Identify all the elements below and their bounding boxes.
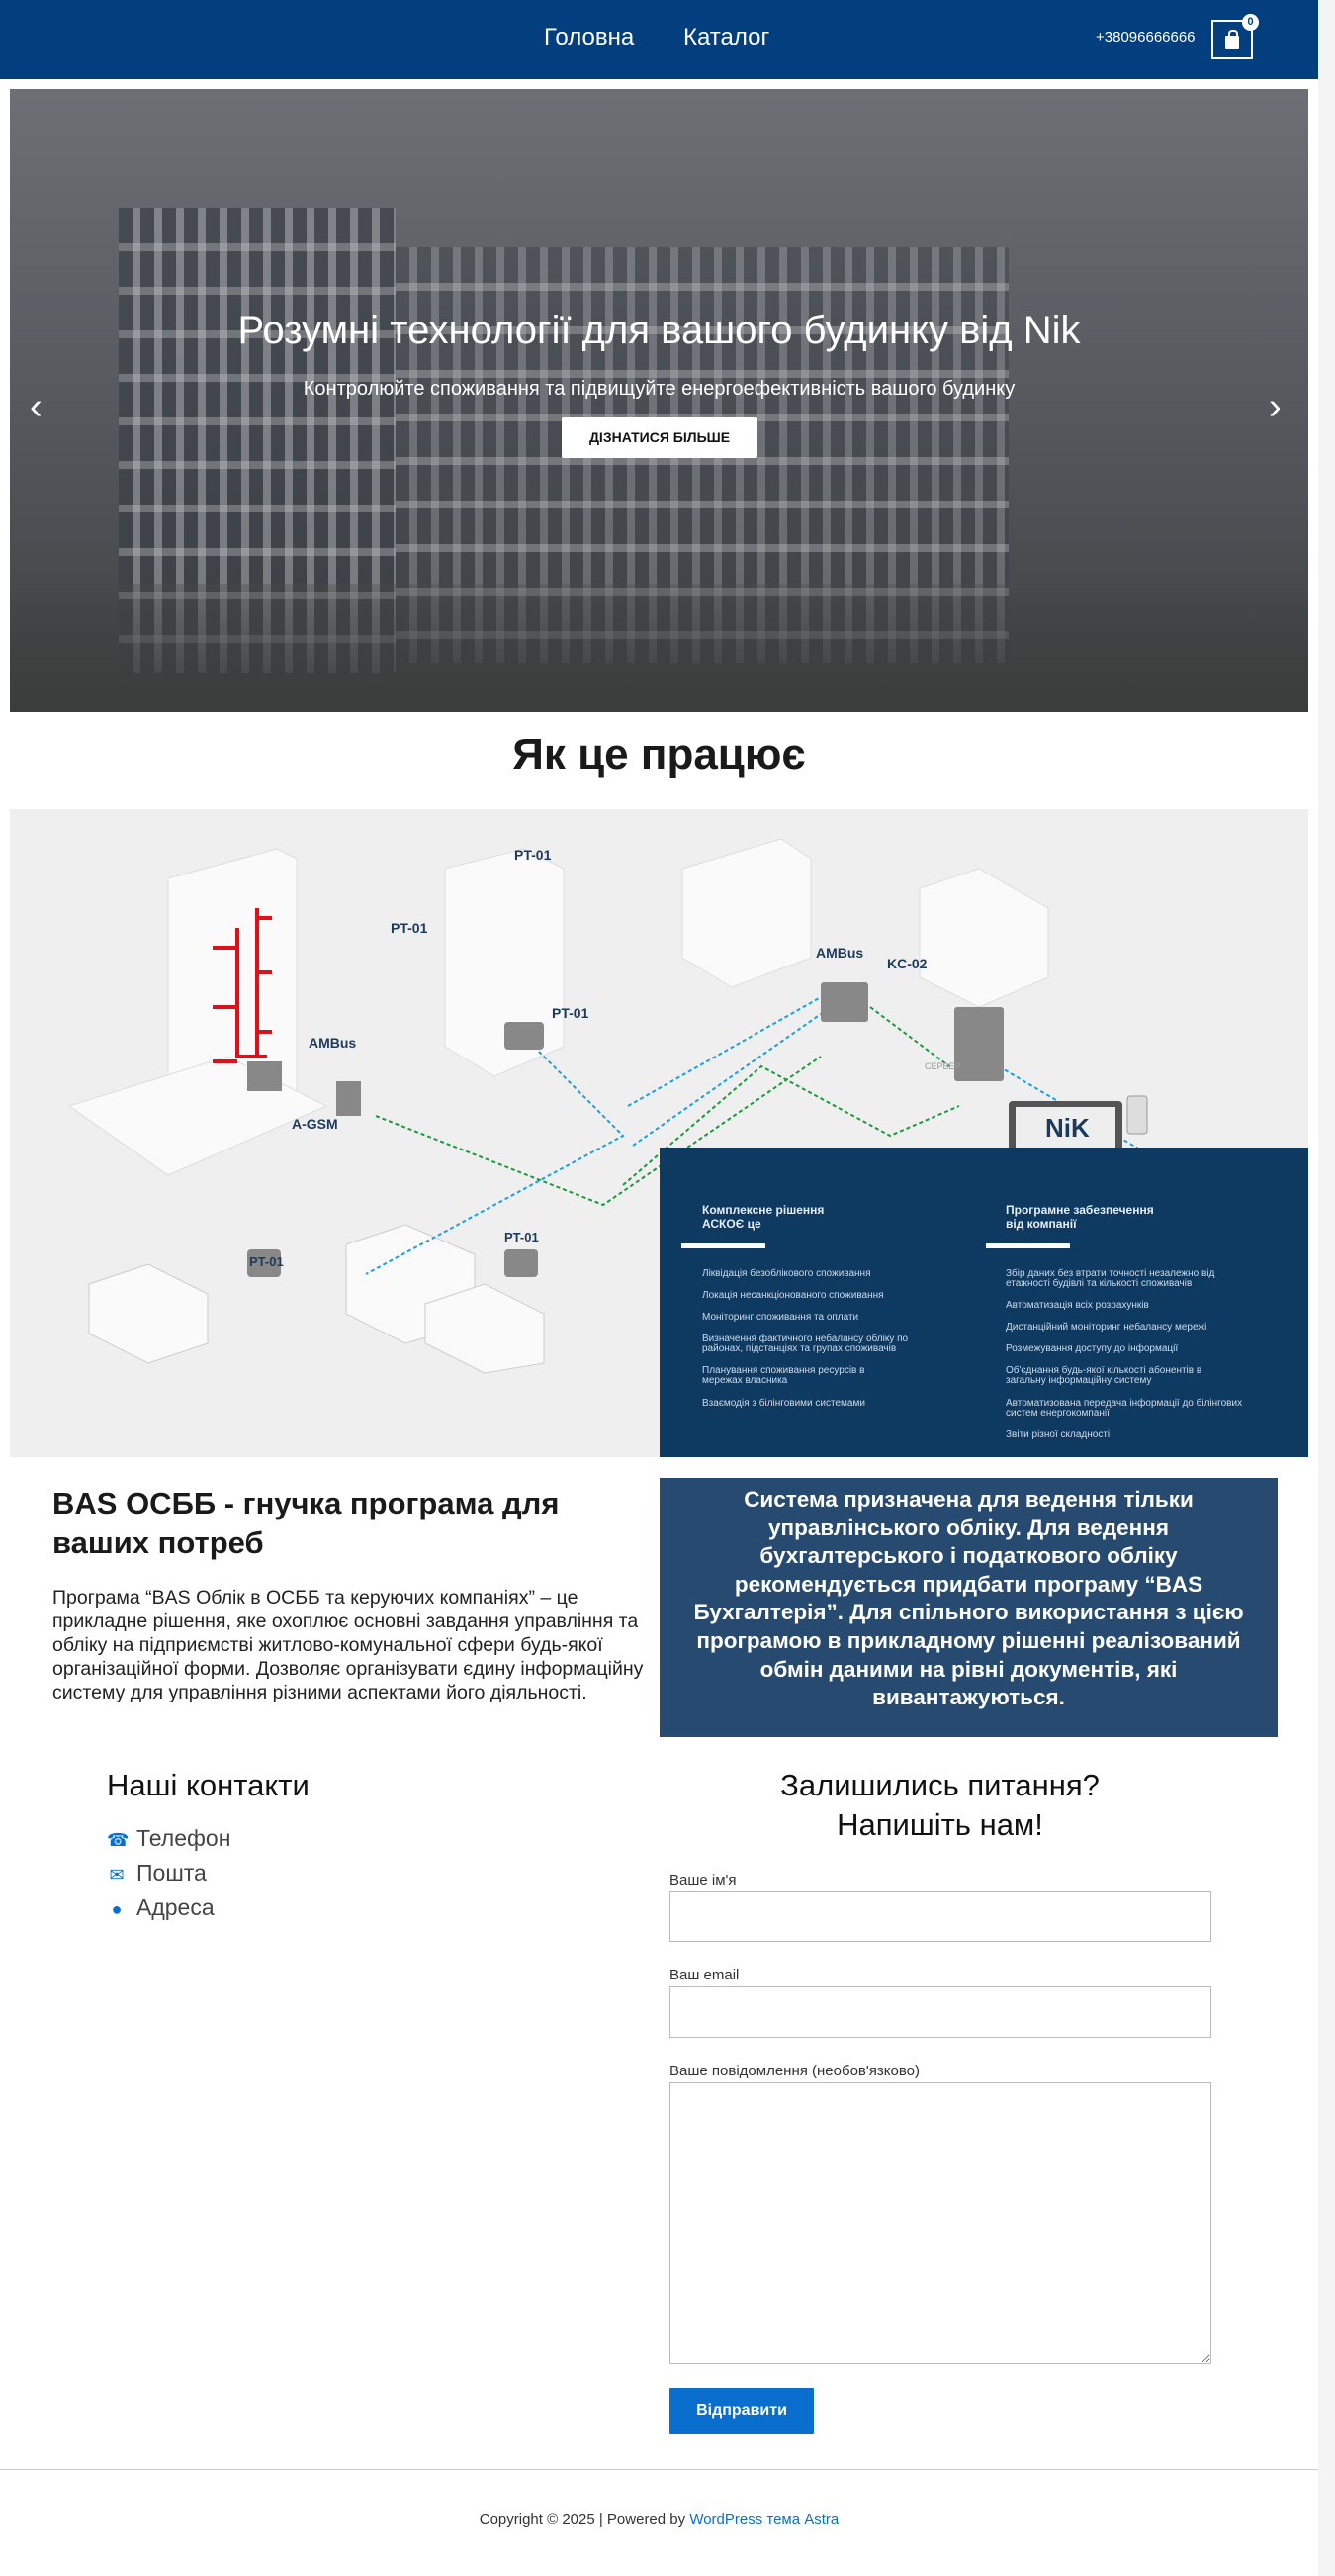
form-heading-line: Залишились питання?: [780, 1768, 1100, 1802]
theme-link[interactable]: WordPress тема Astra: [689, 2511, 840, 2528]
label-ambus: AMBus: [309, 1035, 357, 1051]
right-item: Звіти різної складності: [1006, 1429, 1111, 1440]
cart-count-badge: 0: [1242, 14, 1259, 31]
ambus-device: [247, 1061, 282, 1091]
bas-heading: BAS ОСББ - гнучка програма для ваших пот…: [52, 1486, 560, 1560]
label-ambus: AMBus: [816, 945, 864, 961]
submit-button[interactable]: Відправити: [669, 2388, 814, 2434]
label-pt01: PT-01: [504, 1230, 539, 1244]
left-item: Моніторинг споживання та оплати: [702, 1312, 859, 1323]
name-label: Ваше ім'я: [669, 1872, 737, 1888]
contact-mail[interactable]: ✉ Пошта: [107, 1860, 207, 1886]
section-title-how-it-works: Як це працює: [512, 730, 806, 779]
header-phone[interactable]: +38096666666: [1096, 29, 1196, 46]
cart-button[interactable]: 0: [1211, 14, 1259, 59]
shopping-bag-icon: [1225, 30, 1239, 49]
tall-building: [67, 848, 328, 1176]
right-item: Дистанційний моніторинг небалансу мережі: [1006, 1322, 1207, 1333]
right-item: Автоматизація всіх розрахунків: [1006, 1300, 1149, 1311]
contact-label: Пошта: [136, 1860, 207, 1886]
server-device: [954, 1007, 1004, 1081]
nav-catalog[interactable]: Каталог: [683, 24, 770, 50]
bas-description: Програма “BAS Облік в ОСББ та керуючих к…: [52, 1587, 644, 1703]
label-kc02: KC-02: [887, 956, 928, 971]
chevron-right-icon[interactable]: ›: [1269, 386, 1282, 427]
left-item: Взаємодія з білінговими системами: [702, 1398, 865, 1409]
location-icon: ●: [111, 1899, 123, 1919]
email-input[interactable]: [669, 1986, 1211, 2038]
message-textarea[interactable]: [669, 2082, 1211, 2364]
learn-more-button[interactable]: ДІЗНАТИСЯ БІЛЬШЕ: [562, 417, 757, 458]
heading-line: від компанії: [1006, 1217, 1077, 1231]
mid-building: [444, 848, 565, 1077]
form-heading-line: Напишіть нам!: [837, 1807, 1043, 1842]
label-pt01: PT-01: [249, 1254, 284, 1269]
left-item: Планування споживання ресурсів в мережах…: [702, 1365, 865, 1386]
right-item: Розмежування доступу до інформації: [1006, 1343, 1179, 1354]
contact-address[interactable]: ● Адреса: [107, 1894, 215, 1921]
label-pt01: PT-01: [391, 920, 428, 936]
divider: [681, 1243, 765, 1248]
left-item: Ліквідація безоблікового споживання: [702, 1268, 871, 1279]
left-item: Локація несанкціонованого споживання: [702, 1290, 884, 1301]
heading-line: Програмне забезпечення: [1006, 1203, 1154, 1217]
hero-title: Розумні технології для вашого будинку ві…: [237, 309, 1081, 352]
pt01-device: [247, 1249, 281, 1277]
gsm-links-green: [375, 1006, 960, 1207]
site-header: Головна Каталог +38096666666 0: [0, 0, 1318, 79]
message-label: Ваше повідомлення (необов'язково): [669, 2063, 920, 2079]
form-heading: Залишились питання? Напишіть нам!: [669, 1766, 1210, 1845]
footer-divider: [0, 2469, 1318, 2470]
right-item: Автоматизована передача інформації до бі…: [1006, 1398, 1243, 1419]
phone-icon: ☎: [107, 1830, 130, 1850]
kc02-device: [821, 982, 868, 1022]
label-pt01: PT-01: [514, 847, 552, 863]
pt01-device: [504, 1022, 544, 1050]
system-diagram: PT-01 PT-01 PT-01 AMBus A-GSM AMBus KC-0…: [10, 809, 1308, 1457]
bas-info-box: Система призначена для ведення тільки уп…: [660, 1478, 1278, 1737]
chevron-left-icon[interactable]: ‹: [30, 386, 43, 427]
right-item: Об'єднання будь-якої кількості абонентів…: [1006, 1365, 1202, 1386]
mail-icon: ✉: [109, 1865, 125, 1885]
pt01-device: [504, 1249, 538, 1277]
hero-subtitle: Контролюйте споживання та підвищуйте ене…: [303, 378, 1016, 400]
houses: [88, 1224, 545, 1374]
divider: [986, 1243, 1070, 1248]
label-server: СЕРВЕР: [925, 1061, 961, 1071]
label-agsm: A-GSM: [292, 1116, 338, 1132]
right-item: Збір даних без втрати точності незалежно…: [1006, 1268, 1215, 1289]
hero-ground: [10, 584, 1308, 712]
contact-phone[interactable]: ☎ Телефон: [107, 1825, 230, 1852]
scrollbar[interactable]: [1318, 0, 1335, 2576]
contact-label: Телефон: [136, 1825, 231, 1851]
nav-home[interactable]: Головна: [544, 24, 635, 50]
footer: Copyright © 2025 | Powered by WordPress …: [0, 2511, 1318, 2528]
nik-logo: NiK: [1045, 1113, 1090, 1143]
agsm-device: [336, 1081, 361, 1116]
copyright-text: Copyright © 2025 | Powered by: [479, 2511, 690, 2528]
email-label: Ваш email: [669, 1967, 740, 1983]
devices: [247, 982, 1004, 1277]
right-building: [681, 838, 1049, 1008]
left-item: Визначення фактичного небалансу обліку п…: [702, 1334, 909, 1354]
name-input[interactable]: [669, 1891, 1211, 1942]
hero-slider: Розумні технології для вашого будинку ві…: [10, 89, 1308, 712]
label-pt01: PT-01: [552, 1005, 589, 1021]
heading-line: АСКОЄ це: [702, 1217, 761, 1231]
contacts-heading: Наші контакти: [107, 1768, 310, 1802]
contact-label: Адреса: [136, 1894, 215, 1920]
heading-line: Комплексне рішення: [702, 1203, 825, 1217]
mbus-lines: [213, 908, 272, 1063]
